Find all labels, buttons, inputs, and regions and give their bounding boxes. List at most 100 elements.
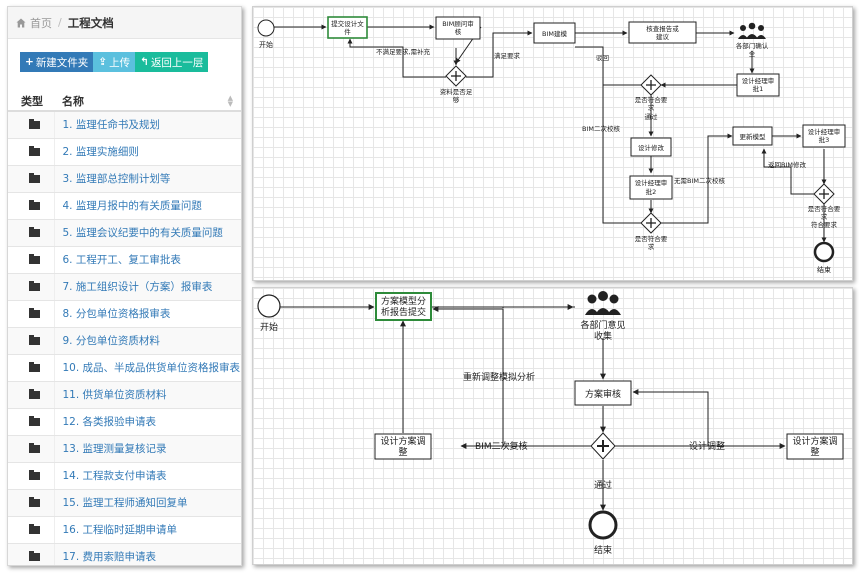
upload-button[interactable]: ⇪ 上传 xyxy=(93,52,136,72)
table-row[interactable]: 6. 工程开工、复工审批表 xyxy=(8,246,241,274)
new-folder-label: 新建文件夹 xyxy=(35,56,89,69)
table-row[interactable]: 1. 监理任命书及规划 xyxy=(8,111,241,139)
new-folder-button[interactable]: + 新建文件夹 xyxy=(20,52,94,72)
breadcrumb-separator: / xyxy=(58,16,62,29)
label-no-recheck: 无需BIM二次校核 xyxy=(674,176,725,185)
start-event-2 xyxy=(257,294,281,318)
gateway-sufficient xyxy=(445,65,467,87)
gateway-compliant-2-label: 是否符合要 xyxy=(635,234,668,243)
type-cell xyxy=(8,300,55,328)
folder-icon xyxy=(29,388,40,399)
type-cell xyxy=(8,273,55,301)
type-cell xyxy=(8,462,55,490)
type-cell xyxy=(8,489,55,517)
folder-name-link[interactable]: 7. 施工组织设计（方案）报审表 xyxy=(54,273,241,301)
table-row[interactable]: 3. 监理部总控制计划等 xyxy=(8,165,241,193)
folder-icon xyxy=(29,199,40,210)
task-update-model xyxy=(732,126,773,146)
folder-icon xyxy=(29,280,40,291)
type-cell xyxy=(8,354,55,382)
folder-name-link[interactable]: 10. 成品、半成品供货单位资格报审表 xyxy=(54,354,241,382)
task-submit-design-label-2: 件 xyxy=(344,27,351,36)
type-cell xyxy=(8,192,55,220)
task-adjust-right xyxy=(786,433,844,460)
gateway-review xyxy=(590,432,616,460)
folder-name-link[interactable]: 4. 监理月报中的有关质量问题 xyxy=(54,192,241,220)
table-row[interactable]: 17. 费用索赔申请表 xyxy=(8,543,241,565)
folder-name-link[interactable]: 8. 分包单位资格报审表 xyxy=(54,300,241,328)
gateway-compliant-2 xyxy=(640,212,662,234)
folder-icon xyxy=(29,307,40,318)
label-meet: 满足要求 xyxy=(494,51,521,60)
table-row[interactable]: 5. 监理会议纪要中的有关质量问题 xyxy=(8,219,241,247)
type-cell xyxy=(8,408,55,436)
label-bim-recheck: BIM二次校核 xyxy=(582,124,620,133)
process-diagram-bottom: 开始 方案模型分 析报告提交 各部门意见 收集 重新调整模拟分析 方案审核 设计… xyxy=(252,287,853,565)
column-header-name-label: 名称 xyxy=(62,94,84,108)
folder-name-link[interactable]: 2. 监理实施细则 xyxy=(54,138,241,166)
task-submit-analysis-label: 方案模型分 xyxy=(381,295,426,307)
task-manager-approve-2 xyxy=(629,175,673,200)
table-row[interactable]: 12. 各类报验申请表 xyxy=(8,408,241,436)
dept-confirm-label-2: 全 xyxy=(749,49,756,58)
table-row[interactable]: 16. 工程临时延期申请单 xyxy=(8,516,241,544)
breadcrumb: 首页 / 工程文档 xyxy=(8,7,241,39)
table-row[interactable]: 14. 工程款支付申请表 xyxy=(8,462,241,490)
column-header-type[interactable]: 类型 xyxy=(8,91,54,112)
task-submit-analysis-label-2: 析报告提交 xyxy=(381,306,426,318)
start-label: 开始 xyxy=(259,40,273,49)
folder-name-link[interactable]: 13. 监理测量复核记录 xyxy=(54,435,241,463)
table-row[interactable]: 7. 施工组织设计（方案）报审表 xyxy=(8,273,241,301)
label-reject: 驳回 xyxy=(596,54,609,62)
folder-icon xyxy=(29,469,40,480)
gateway-compliant-1 xyxy=(640,74,662,96)
table-row[interactable]: 11. 供货单位资质材料 xyxy=(8,381,241,409)
folder-name-link[interactable]: 3. 监理部总控制计划等 xyxy=(54,165,241,193)
label-pass: 通过 xyxy=(645,112,659,121)
table-row[interactable]: 10. 成品、半成品供货单位资格报审表 xyxy=(8,354,241,382)
gateway-compliant-3-label-2: 求 xyxy=(821,212,828,221)
folder-name-link[interactable]: 9. 分包单位资质材料 xyxy=(54,327,241,355)
table-row[interactable]: 15. 监理工程师通知回复单 xyxy=(8,489,241,517)
back-button[interactable]: ↰ 返回上一层 xyxy=(135,52,209,72)
task-bim-review-label: BIM顾问审 xyxy=(442,19,473,28)
breadcrumb-home-link[interactable]: 首页 xyxy=(30,16,52,30)
folder-name-link[interactable]: 16. 工程临时延期申请单 xyxy=(54,516,241,544)
task-manager-approve-1-label-2: 批1 xyxy=(753,84,764,93)
task-plan-review-label: 方案审核 xyxy=(585,388,621,400)
folder-name-link[interactable]: 12. 各类报验申请表 xyxy=(54,408,241,436)
start-event xyxy=(257,19,275,37)
reply-icon: ↰ xyxy=(140,56,149,68)
task-manager-approve-1-label: 设计经理审 xyxy=(742,76,775,85)
folder-icon xyxy=(29,145,40,156)
table-row[interactable]: 8. 分包单位资格报审表 xyxy=(8,300,241,328)
folder-icon xyxy=(29,415,40,426)
folder-name-link[interactable]: 11. 供货单位资质材料 xyxy=(54,381,241,409)
label-design-adjust: 设计调整 xyxy=(689,440,725,452)
table-row[interactable]: 13. 监理测量复核记录 xyxy=(8,435,241,463)
folder-name-link[interactable]: 17. 费用索赔申请表 xyxy=(54,543,241,565)
task-adjust-left-label: 设计方案调 xyxy=(380,435,425,447)
label-not-meet: 不满足要求,需补充 xyxy=(376,47,431,56)
start-label-2: 开始 xyxy=(260,321,278,333)
folder-icon xyxy=(29,334,40,345)
process-diagram-top: 开始 提交设计文 件 BIM顾问审 核 不满足要求,需补充 资料是否足 够 满足… xyxy=(252,6,853,281)
column-header-name[interactable]: 名称 ▲▼ xyxy=(54,91,241,112)
gateway-compliant-2-label-2: 求 xyxy=(648,242,655,251)
breadcrumb-current: 工程文档 xyxy=(67,15,114,30)
folder-name-link[interactable]: 14. 工程款支付申请表 xyxy=(54,462,241,490)
folder-name-link[interactable]: 1. 监理任命书及规划 xyxy=(54,111,241,139)
task-manager-approve-3-label-2: 批3 xyxy=(819,135,830,144)
table-row[interactable]: 9. 分包单位资质材料 xyxy=(8,327,241,355)
folder-icon xyxy=(29,253,40,264)
table-row[interactable]: 4. 监理月报中的有关质量问题 xyxy=(8,192,241,220)
folder-icon xyxy=(29,523,40,534)
folder-icon xyxy=(29,226,40,237)
table-row[interactable]: 2. 监理实施细则 xyxy=(8,138,241,166)
folder-name-link[interactable]: 5. 监理会议纪要中的有关质量问题 xyxy=(54,219,241,247)
folder-name-link[interactable]: 6. 工程开工、复工审批表 xyxy=(54,246,241,274)
folder-name-link[interactable]: 15. 监理工程师通知回复单 xyxy=(54,489,241,517)
end-event xyxy=(813,241,835,263)
folder-icon xyxy=(29,496,40,507)
home-icon xyxy=(16,18,26,27)
